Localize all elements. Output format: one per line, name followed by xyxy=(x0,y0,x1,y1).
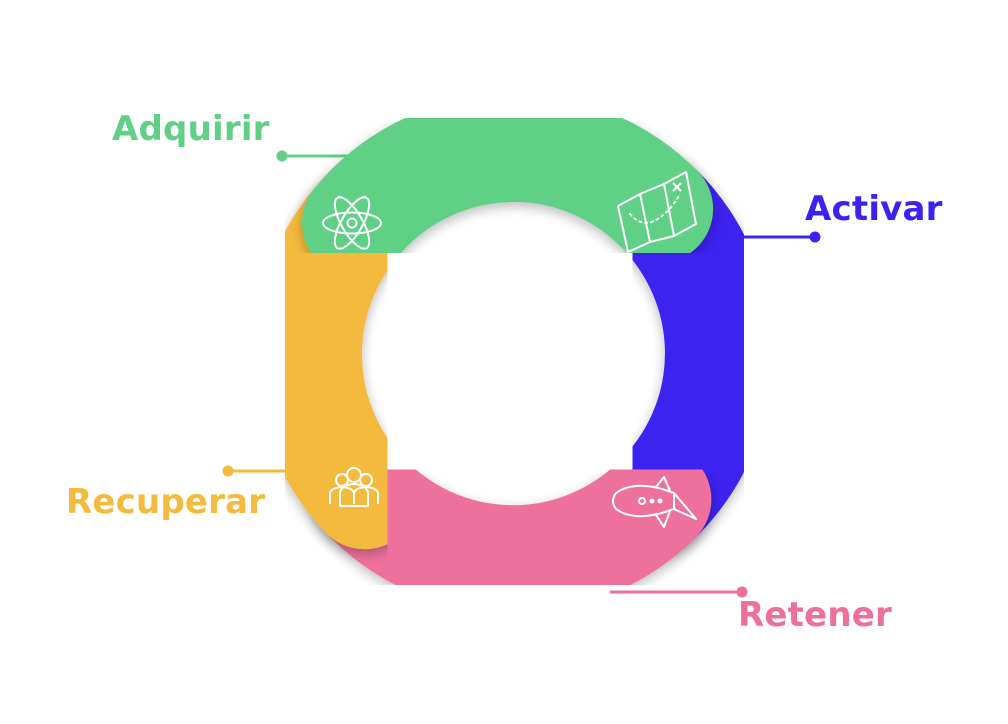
atom-icon xyxy=(322,196,382,250)
rocket-icon xyxy=(612,476,697,528)
connector-retener xyxy=(610,586,748,598)
map-icon xyxy=(617,171,697,253)
connector-recuperar xyxy=(222,465,290,477)
segment-adquirir xyxy=(302,94,714,277)
label-adquirir: Adquirir xyxy=(112,109,270,149)
label-recuperar: Recuperar xyxy=(66,482,266,522)
connector-activar xyxy=(742,231,821,243)
label-retener: Retener xyxy=(738,595,892,635)
connector-adquirir xyxy=(276,150,352,162)
label-activar: Activar xyxy=(805,189,943,229)
users-icon xyxy=(329,467,379,507)
